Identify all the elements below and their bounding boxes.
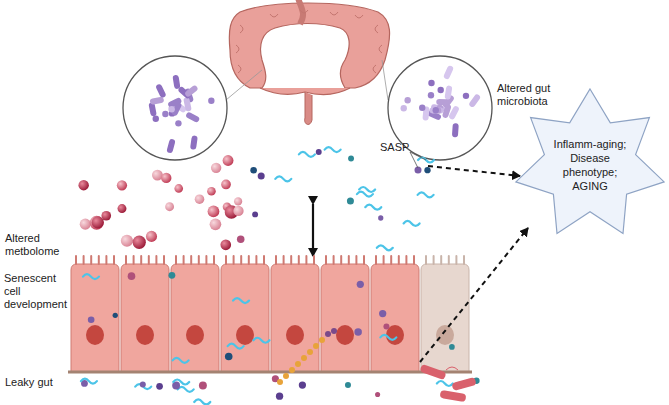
microbiota-label: Altered gut microbiota — [497, 82, 567, 108]
microbiota-circle — [123, 56, 492, 160]
molecule-chain — [277, 328, 337, 385]
leaked-bacteria — [419, 364, 476, 402]
exchange-arrow — [313, 204, 314, 256]
star-outline — [512, 87, 668, 243]
epithelium — [71, 256, 469, 372]
dashed-arrow — [420, 166, 528, 362]
outcome-text: Inflamm-aging; Disease phenotype; AGING — [546, 137, 634, 193]
basement-membrane — [68, 371, 472, 374]
metabolome-label: Altered metbolome — [5, 232, 67, 258]
outcome-star: Inflamm-aging; Disease phenotype; AGING — [512, 87, 668, 243]
sasp-label: SASP — [380, 141, 420, 154]
senescent-label: Senescent cell development — [4, 272, 68, 311]
leader-line — [410, 152, 418, 168]
gut-organ — [229, 0, 389, 124]
leaky-gut-label: Leaky gut — [5, 376, 65, 389]
particles — [78, 147, 479, 404]
